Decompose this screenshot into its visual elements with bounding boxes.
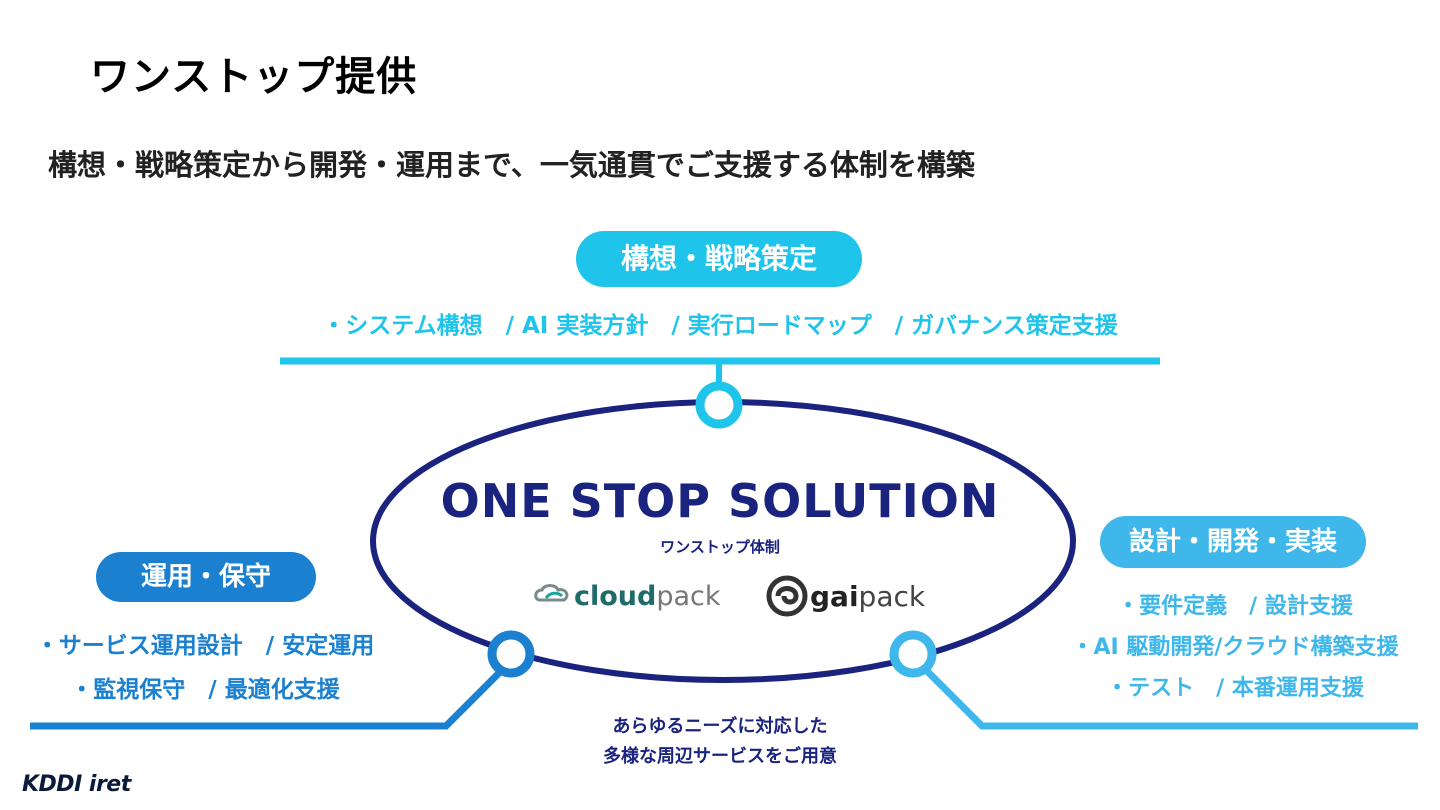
left-node (487, 630, 535, 678)
services-note: あらゆるニーズに対応した 多様な周辺サービスをご用意 (490, 712, 950, 772)
strategy-items: ・システム構想 / AI 実装方針 / 実行ロードマップ / ガバナンス策定支援 (322, 313, 1118, 339)
center-subtitle: ワンストップ体制 (660, 538, 780, 556)
development-item-line: ・AI 駆動開発/クラウド構築支援 (1071, 635, 1399, 660)
development-item-line: ・テスト / 本番運用支援 (1106, 676, 1364, 701)
operation-items: ・サービス運用設計 / 安定運用 ・監視保守 / 最適化支援 (0, 624, 410, 712)
development-items: ・要件定義 / 設計支援 ・AI 駆動開発/クラウド構築支援 ・テスト / 本番… (1045, 586, 1425, 709)
operation-item-line: ・サービス運用設計 / 安定運用 (35, 633, 375, 659)
right-connector-line (921, 665, 1418, 730)
services-note-line: あらゆるニーズに対応した (612, 716, 828, 737)
gaipack-logo-light: pack (858, 579, 926, 613)
strategy-pill: 構想・戦略策定 (576, 231, 862, 287)
services-note-line: 多様な周辺サービスをご用意 (603, 746, 837, 767)
cloudpack-logo-light: pack (656, 580, 721, 612)
page-subtitle: 構想・戦略策定から開発・運用まで、一気通貫でご支援する体制を構築 (48, 148, 975, 182)
development-pill: 設計・開発・実装 (1100, 516, 1366, 568)
gaipack-swirl-icon (766, 575, 808, 617)
right-node (889, 630, 937, 678)
center-title: ONE STOP SOLUTION (440, 474, 1000, 528)
left-connector-line (30, 665, 507, 730)
operation-item-line: ・監視保守 / 最適化支援 (70, 677, 340, 703)
cloudpack-logo-bold: cloud (574, 580, 657, 612)
gaipack-logo-bold: gai (810, 579, 859, 613)
top-node (695, 381, 743, 429)
development-item-line: ・要件定義 / 設計支援 (1117, 594, 1353, 619)
kddi-iret-logo: KDDI iret (22, 772, 131, 797)
operation-pill: 運用・保守 (96, 552, 316, 602)
cloudpack-swirl-icon (534, 584, 569, 602)
page-title: ワンストップ提供 (90, 54, 418, 100)
